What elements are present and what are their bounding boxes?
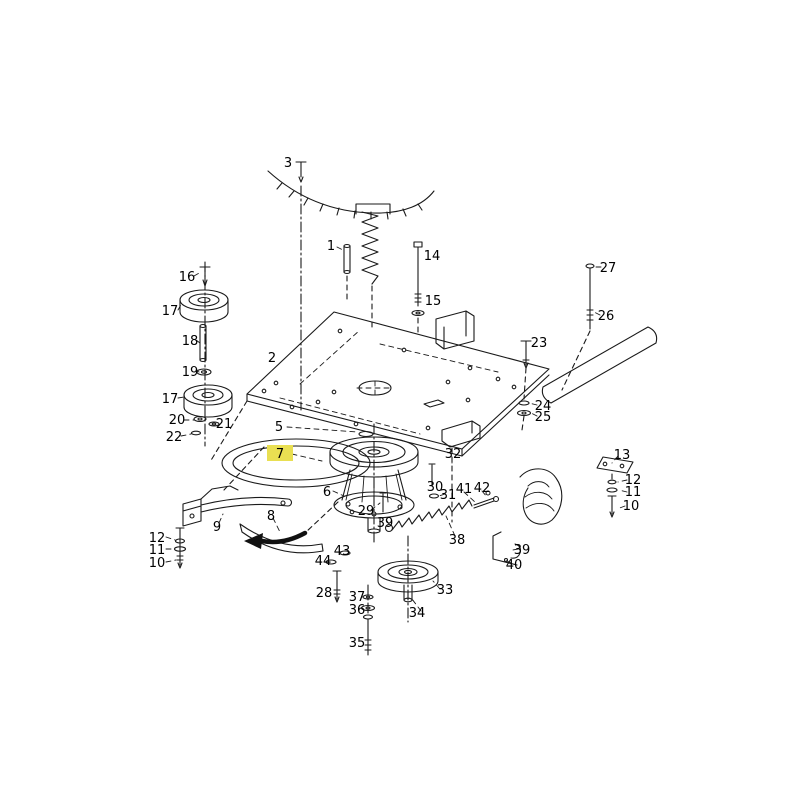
- part-label-22: 22: [166, 430, 183, 445]
- leader-lines: [286, 246, 619, 564]
- drive-belt: [221, 438, 371, 488]
- bottom-pulley-group: [325, 535, 441, 656]
- tension-spring: [384, 490, 500, 533]
- part-label-38: 38: [449, 533, 466, 548]
- part-label-17-upper: 17: [162, 304, 179, 319]
- part-label-12-right: 12: [625, 473, 642, 488]
- part-label-31: 31: [440, 488, 457, 503]
- engine-outline: [267, 161, 435, 411]
- highlight-box: [267, 445, 293, 461]
- part-label-37: 37: [349, 590, 366, 605]
- part-label-11-left: 11: [149, 543, 166, 558]
- part-labels: 3 1 14 15 27 26 16 17 18 19 17 20 21 22 …: [149, 156, 642, 651]
- part-label-3: 3: [284, 156, 292, 171]
- lift-spring-assembly: [343, 203, 391, 329]
- part-label-32: 32: [445, 447, 462, 462]
- part-label-36: 36: [349, 603, 366, 618]
- part-label-13: 13: [614, 448, 631, 463]
- part-label-30: 30: [427, 480, 444, 495]
- part-label-8: 8: [267, 509, 275, 524]
- deck-plate: [209, 310, 550, 491]
- part-label-9: 9: [213, 520, 221, 535]
- part-label-15: 15: [425, 294, 442, 309]
- part-label-10-left: 10: [149, 556, 166, 571]
- part-label-18: 18: [182, 334, 199, 349]
- part-label-27: 27: [600, 261, 617, 276]
- screw-23-group: [516, 340, 532, 431]
- part-label-1: 1: [327, 239, 335, 254]
- left-pulley-stack: [177, 261, 233, 447]
- part-label-17-lower: 17: [162, 392, 179, 407]
- part-label-23: 23: [531, 336, 548, 351]
- part-label-40: 40: [506, 558, 523, 573]
- part-label-12-left: 12: [149, 531, 166, 546]
- part-label-42: 42: [474, 481, 491, 496]
- part-label-20: 20: [169, 413, 186, 428]
- part-label-19: 19: [182, 365, 199, 380]
- part-label-2: 2: [268, 351, 276, 366]
- idler-arm-group: [165, 485, 324, 569]
- part-label-24: 24: [535, 399, 552, 414]
- part-label-29: 29: [358, 504, 375, 519]
- part-label-39-left: 39: [377, 516, 394, 531]
- part-label-39-right: 39: [514, 543, 531, 558]
- part-label-16: 16: [179, 270, 196, 285]
- motion-arrow: [244, 530, 308, 549]
- part-label-26: 26: [598, 309, 615, 324]
- part-label-14: 14: [424, 249, 441, 264]
- spindle-assembly: [305, 423, 453, 546]
- part-label-5: 5: [275, 420, 283, 435]
- part-label-11-right: 11: [625, 485, 642, 500]
- part-label-28: 28: [316, 586, 333, 601]
- discharge-chute: [492, 468, 563, 566]
- part-label-41: 41: [456, 482, 473, 497]
- part-label-21: 21: [216, 417, 233, 432]
- part-label-44: 44: [315, 554, 332, 569]
- bracket-13-group: [596, 456, 634, 518]
- part-label-34: 34: [409, 606, 426, 621]
- frame-tube: [541, 326, 658, 404]
- part-label-43: 43: [334, 544, 351, 559]
- part-label-33: 33: [437, 583, 454, 598]
- part-label-10-right: 10: [623, 499, 640, 514]
- top-fasteners: [411, 241, 595, 391]
- part-label-6: 6: [323, 485, 331, 500]
- part-label-35: 35: [349, 636, 366, 651]
- part-label-7-highlighted: 7: [276, 447, 284, 462]
- part-label-25: 25: [535, 410, 552, 425]
